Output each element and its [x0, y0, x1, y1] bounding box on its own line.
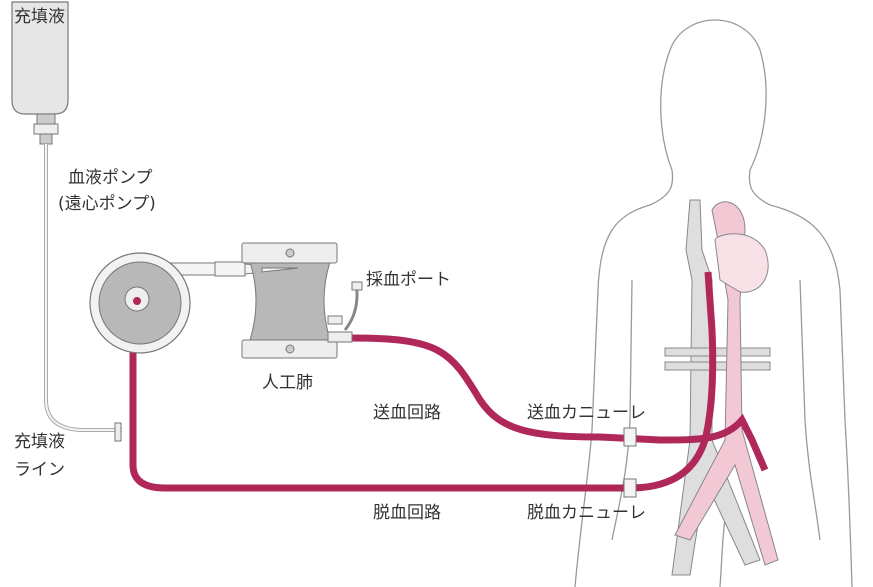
drain-circuit-label: 脱血回路: [373, 503, 441, 523]
arteries: [674, 201, 779, 566]
return-cannula-connector: [623, 427, 637, 447]
return-circuit-tube: [349, 334, 769, 472]
blood-pump-label: 血液ポンプ: [68, 168, 153, 188]
priming-line-label-1: 充填液: [14, 432, 65, 452]
oxygenator: [241, 242, 363, 359]
sampling-port-label: 採血ポート: [366, 270, 451, 290]
drain-cannula-label: 脱血カニューレ: [527, 503, 646, 523]
priming-line-label-2: ライン: [14, 460, 65, 480]
drain-circuit-tube: [129, 271, 717, 492]
drain-cannula-connector: [623, 478, 637, 498]
priming-bag: [11, 1, 69, 145]
veins: [664, 199, 771, 576]
oxygenator-label: 人工肺: [262, 373, 313, 393]
priming-bag-label: 充填液: [14, 7, 65, 27]
centrifugal-pump: [89, 252, 301, 354]
blood-pump-sublabel: (遠心ポンプ): [58, 194, 156, 214]
return-circuit-label: 送血回路: [373, 403, 441, 423]
return-cannula-label: 送血カニューレ: [527, 403, 646, 423]
